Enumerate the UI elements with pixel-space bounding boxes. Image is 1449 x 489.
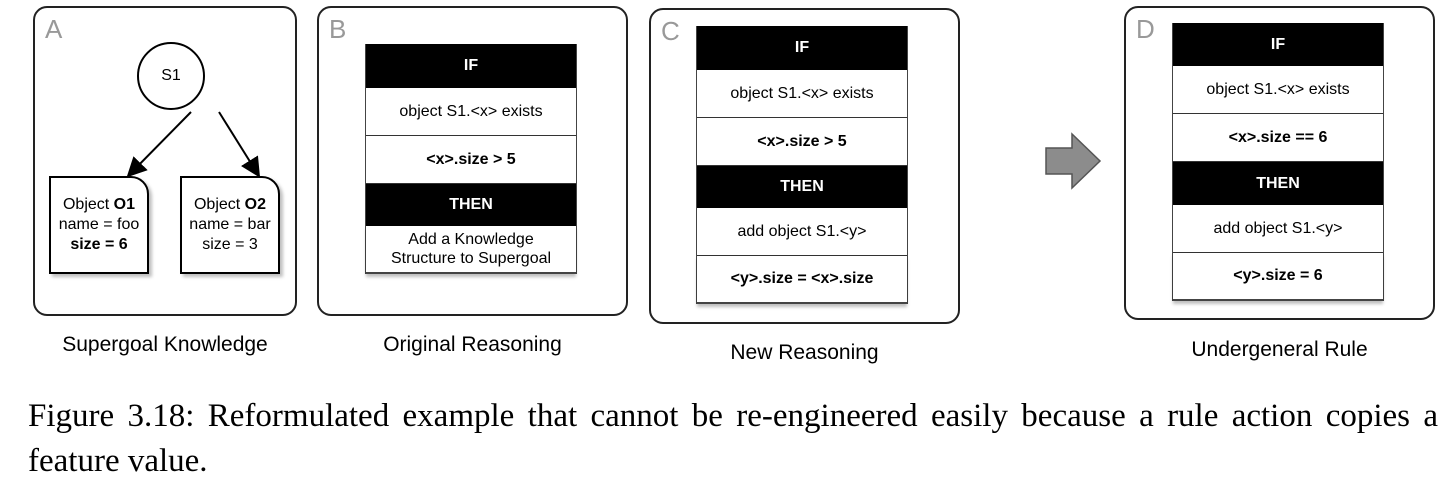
object-o2: Object O2 name = bar size = 3 [180, 176, 280, 274]
condition-exists: object S1.<x> exists [697, 70, 907, 118]
action-line-1: Add a Knowledge [408, 230, 534, 248]
object-o1-title: Object O1 [62, 196, 136, 213]
then-header: THEN [697, 166, 907, 208]
caption-c: New Reasoning [730, 341, 879, 364]
if-header: IF [366, 44, 576, 88]
if-header: IF [1173, 23, 1383, 66]
object-o2-size: size = 3 [202, 236, 258, 253]
figure-caption: Figure 3.18: Reformulated example that c… [28, 398, 1438, 479]
if-header: IF [697, 26, 907, 70]
panel-letter-a: A [45, 14, 63, 44]
action-set-size: <y>.size = 6 [1173, 253, 1383, 301]
then-header: THEN [1173, 162, 1383, 205]
condition-size: <x>.size == 6 [1173, 114, 1383, 162]
rule-undergeneral: IF object S1.<x> exists <x>.size == 6 TH… [1172, 23, 1384, 301]
graph-edges [126, 111, 261, 178]
panel-letter-b: B [329, 14, 347, 44]
action-add-object: add object S1.<y> [697, 208, 907, 256]
action-copy-size: <y>.size = <x>.size [697, 256, 907, 304]
action-add-object: add object S1.<y> [1173, 205, 1383, 253]
then-header: THEN [366, 184, 576, 226]
caption-d: Undergeneral Rule [1191, 338, 1368, 361]
condition-size: <x>.size > 5 [366, 136, 576, 184]
object-o2-name: name = bar [189, 216, 271, 233]
action-add-structure: Add a Knowledge Structure to Supergoal [366, 226, 576, 274]
panel-letter-d: D [1136, 14, 1155, 44]
condition-exists: object S1.<x> exists [1173, 66, 1383, 114]
panel-a: A S1 Object O1 name = foo size = 6 Objec… [33, 6, 297, 316]
action-line-2: Structure to Supergoal [390, 250, 552, 267]
node-s1: S1 [137, 42, 205, 110]
panel-letter-c: C [661, 16, 680, 46]
object-o1-size: size = 6 [70, 236, 128, 253]
node-s1-label: S1 [161, 67, 181, 84]
object-o1: Object O1 name = foo size = 6 [49, 176, 149, 274]
transform-arrow-icon [1045, 132, 1102, 190]
object-o1-name: name = foo [58, 216, 140, 233]
condition-exists: object S1.<x> exists [366, 88, 576, 136]
condition-size: <x>.size > 5 [697, 118, 907, 166]
edge-s1-o2 [218, 111, 261, 178]
rule-original: IF object S1.<x> exists <x>.size > 5 THE… [365, 44, 577, 274]
object-o2-title: Object O2 [193, 196, 267, 213]
caption-b: Original Reasoning [383, 333, 562, 356]
caption-a: Supergoal Knowledge [62, 333, 268, 356]
edge-s1-o1 [126, 111, 192, 178]
rule-new: IF object S1.<x> exists <x>.size > 5 THE… [696, 26, 908, 304]
